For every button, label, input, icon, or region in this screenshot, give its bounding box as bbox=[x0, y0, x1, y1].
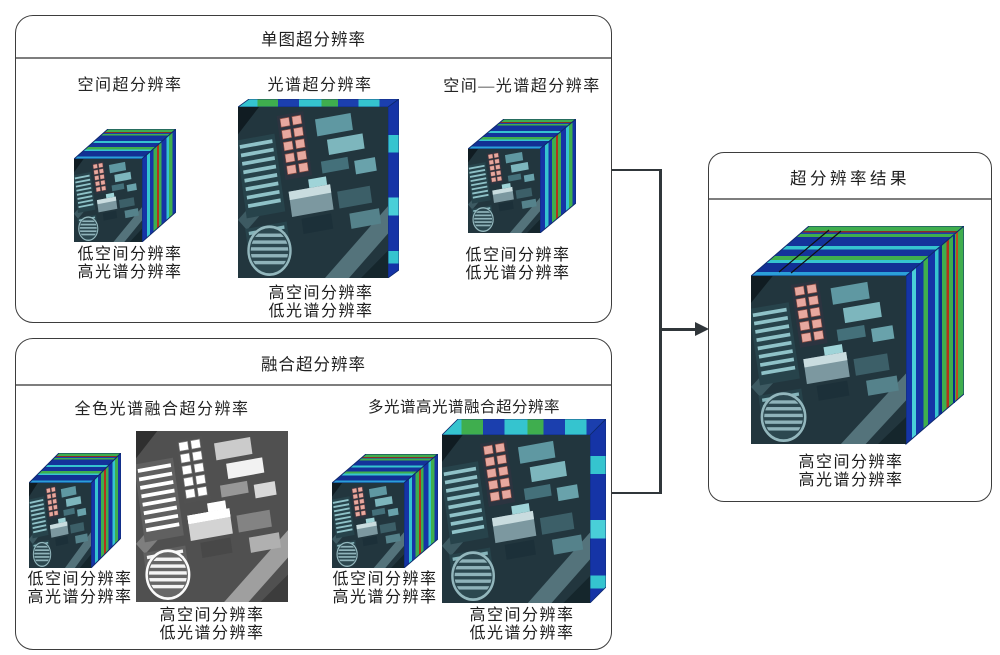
hyperspectral-cube-image bbox=[332, 454, 438, 568]
caption-line: 高光谱分辨率 bbox=[27, 589, 133, 606]
result-hyperspectral-cube-image bbox=[751, 226, 964, 446]
single-box-divider bbox=[16, 57, 611, 59]
single-box-title: 单图超分辨率 bbox=[261, 30, 366, 49]
caption-line: 低光谱分辨率 bbox=[465, 265, 571, 282]
caption-line: 高空间分辨率 bbox=[798, 454, 904, 471]
spatial-spectral-sr-header: 空间—光谱超分辨率 bbox=[443, 78, 601, 95]
pan-fusion-header: 全色光谱融合超分辨率 bbox=[74, 401, 250, 418]
caption-line: 高光谱分辨率 bbox=[798, 472, 904, 489]
arrow-icon bbox=[695, 322, 709, 336]
spatial-sr-header: 空间超分辨率 bbox=[77, 77, 183, 94]
panchromatic-image bbox=[136, 431, 288, 602]
multispectral-image bbox=[442, 419, 606, 603]
ms-hs-fusion-low-caption: 低空间分辨率 高光谱分辨率 bbox=[329, 571, 441, 607]
connector-vertical-line bbox=[659, 169, 662, 494]
spectral-sr-caption: 高空间分辨率 低光谱分辨率 bbox=[257, 285, 385, 321]
pan-fusion-low-caption: 低空间分辨率 高光谱分辨率 bbox=[24, 571, 136, 607]
single-image-sr-box: 单图超分辨率 空间超分辨率 光谱超分辨率 空间—光谱超分辨率 低空间分辨率 高光… bbox=[15, 15, 612, 323]
spectral-sr-header: 光谱超分辨率 bbox=[267, 77, 373, 94]
connector-top-line bbox=[612, 169, 661, 171]
caption-line: 高空间分辨率 bbox=[268, 285, 374, 302]
sr-result-box: 超分辨率结果 高空间分辨率 高光谱分辨率 bbox=[708, 152, 992, 502]
caption-line: 高空间分辨率 bbox=[469, 607, 575, 624]
pan-fusion-high-caption: 高空间分辨率 低光谱分辨率 bbox=[156, 607, 268, 643]
result-caption: 高空间分辨率 高光谱分辨率 bbox=[779, 454, 923, 490]
result-box-divider bbox=[709, 198, 991, 200]
ms-hs-fusion-high-caption: 高空间分辨率 低光谱分辨率 bbox=[466, 607, 578, 643]
caption-line: 低空间分辨率 bbox=[465, 247, 571, 264]
caption-line: 低光谱分辨率 bbox=[268, 303, 374, 320]
fusion-box-divider bbox=[16, 384, 611, 386]
rgb-image bbox=[238, 99, 399, 278]
caption-line: 低空间分辨率 bbox=[332, 571, 438, 588]
hyperspectral-cube-image bbox=[29, 453, 121, 568]
hyperspectral-cube-image bbox=[74, 129, 176, 242]
connector-bottom-line bbox=[612, 492, 661, 494]
hyperspectral-cube-image bbox=[468, 119, 576, 233]
caption-line: 低光谱分辨率 bbox=[469, 625, 575, 642]
caption-line: 低空间分辨率 bbox=[27, 571, 133, 588]
caption-line: 低光谱分辨率 bbox=[159, 625, 265, 642]
arrow-shaft bbox=[659, 328, 697, 331]
ms-hs-fusion-header: 多光谱高光谱融合超分辨率 bbox=[367, 399, 560, 416]
spatial-sr-caption: 低空间分辨率 高光谱分辨率 bbox=[64, 246, 196, 282]
caption-line: 高空间分辨率 bbox=[159, 607, 265, 624]
caption-line: 高光谱分辨率 bbox=[77, 264, 183, 281]
caption-line: 低空间分辨率 bbox=[77, 246, 183, 263]
spatial-spectral-sr-caption: 低空间分辨率 低光谱分辨率 bbox=[454, 247, 582, 283]
caption-line: 高光谱分辨率 bbox=[332, 589, 438, 606]
fusion-box-title: 融合超分辨率 bbox=[261, 355, 366, 374]
fusion-sr-box: 融合超分辨率 全色光谱融合超分辨率 多光谱高光谱融合超分辨率 低空间分辨率 高光… bbox=[15, 338, 612, 650]
result-box-title: 超分辨率结果 bbox=[790, 169, 910, 188]
